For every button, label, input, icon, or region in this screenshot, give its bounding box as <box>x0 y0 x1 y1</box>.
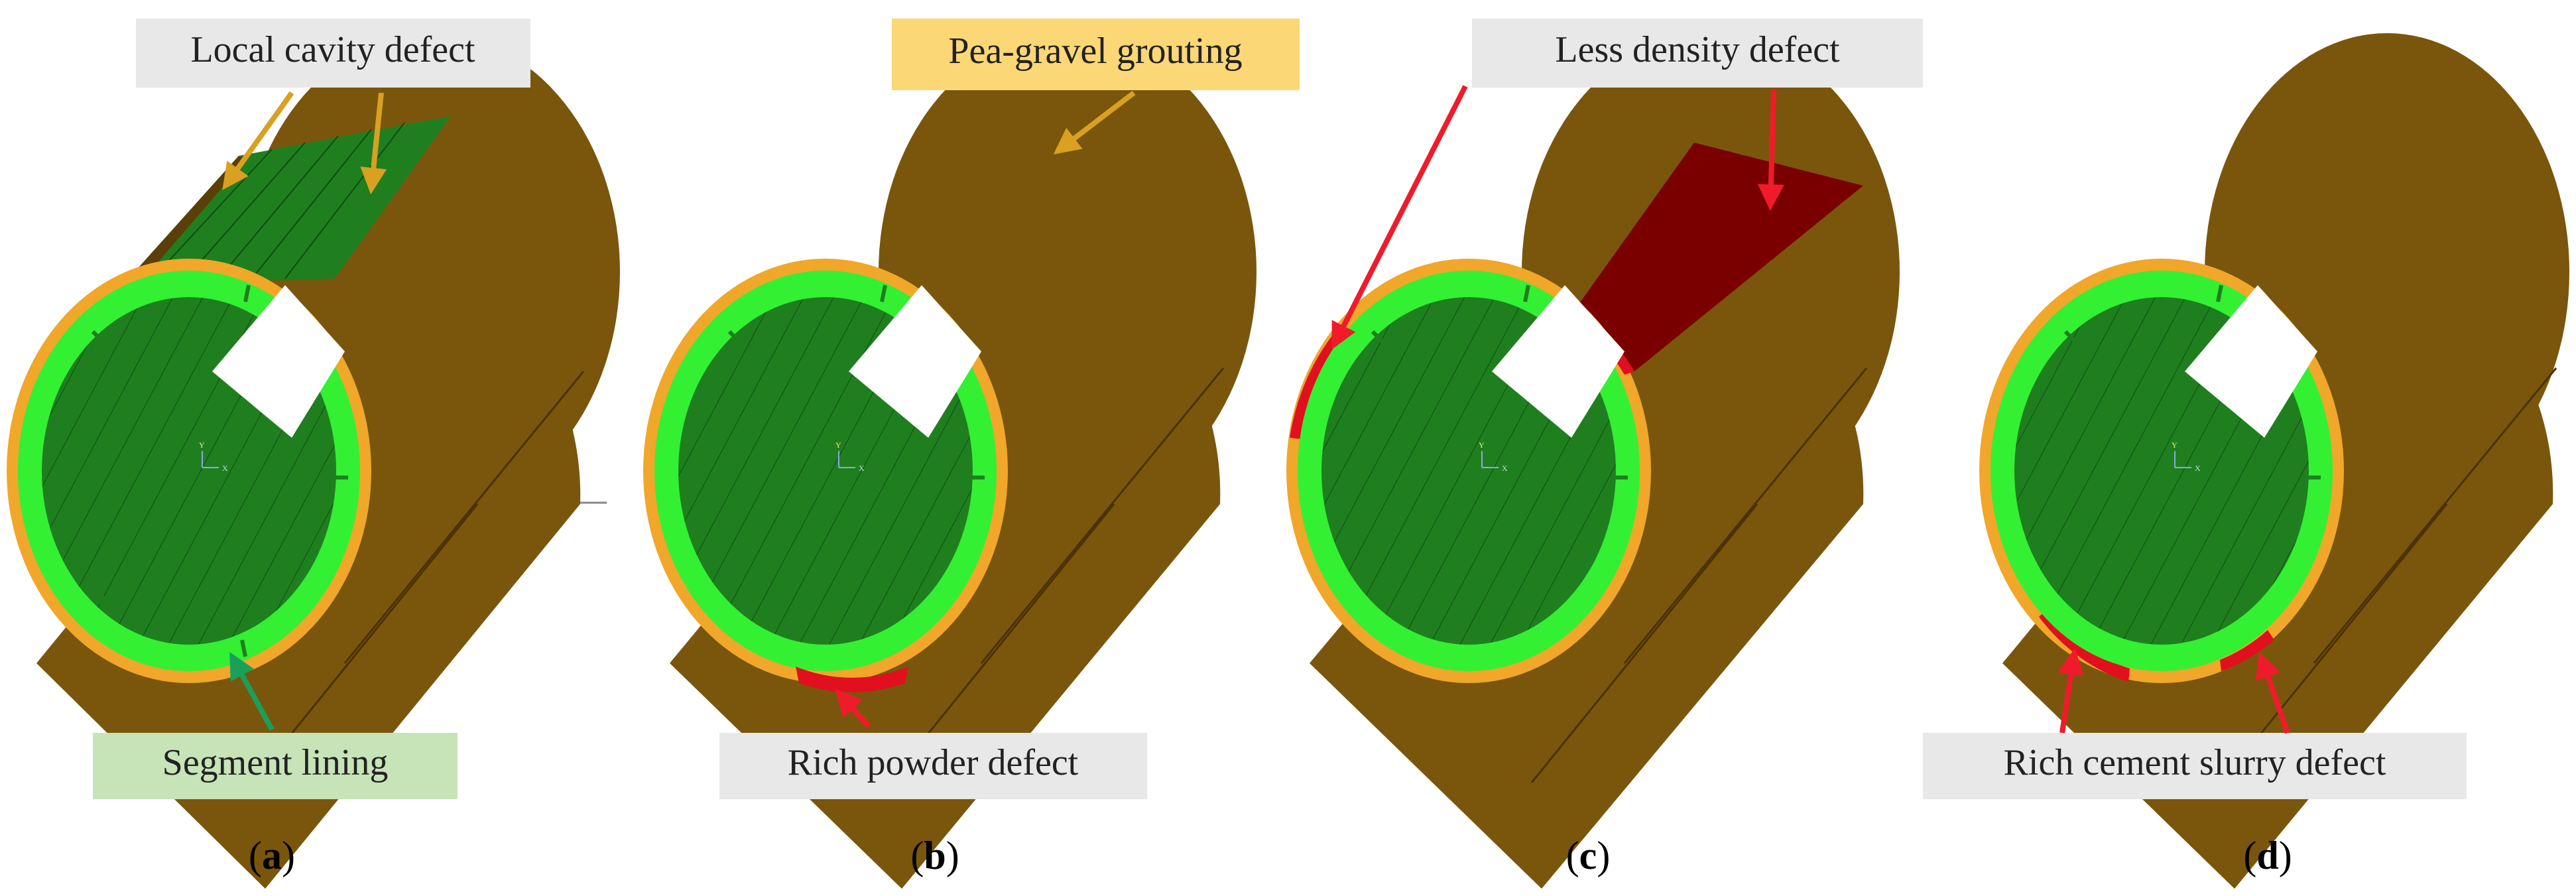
label-box-less-density <box>1472 19 1923 88</box>
axis-x-label: X <box>2195 464 2201 473</box>
grout-seam <box>1530 503 1758 783</box>
arrow-cavity-2 <box>360 92 387 194</box>
label-rich-powder-defect: Rich powder defect <box>788 742 1079 783</box>
arrow-rich-cement-slurry-2 <box>2255 651 2290 734</box>
tunnel-model-c: X Y <box>1286 33 1900 889</box>
tunnel-opening <box>212 285 345 438</box>
label-box-segment-lining <box>93 733 458 799</box>
caption-b: (b) <box>910 834 959 877</box>
axis-y-label: Y <box>199 440 205 450</box>
label-box-local-cavity <box>136 19 530 88</box>
label-box-rich-powder <box>719 733 1147 799</box>
rich-cement-slurry-defect-region <box>2220 630 2274 671</box>
less-density-defect-region <box>1578 143 1863 371</box>
rich-powder-defect-region <box>796 667 908 692</box>
label-less-density-defect: Less density defect <box>1555 29 1840 70</box>
arrow-rich-cement-slurry-1 <box>2057 648 2085 734</box>
label-pea-gravel-grouting: Pea-gravel grouting <box>948 31 1242 72</box>
axis-triad: X Y <box>199 440 228 473</box>
grout-seam <box>2313 367 2557 664</box>
axis-y-label: Y <box>1479 440 1485 450</box>
segment-joints <box>727 285 985 606</box>
axis-triad: X Y <box>1479 440 1508 473</box>
arrow-pea-gravel <box>1053 90 1136 155</box>
axis-x-label: X <box>1502 464 1508 473</box>
less-density-ring-segment <box>1290 335 1343 439</box>
arrow-less-density-2 <box>1757 89 1784 211</box>
cavity-edge <box>123 156 247 292</box>
axis-x-label: X <box>222 464 228 473</box>
tunnel-model-d: X Y <box>1979 33 2569 889</box>
label-box-pea-gravel <box>892 19 1300 90</box>
label-box-rich-cement-slurry <box>1923 733 2467 799</box>
grout-seam <box>343 371 585 664</box>
tunnel-model-b: X Y <box>643 33 1257 889</box>
label-segment-lining: Segment lining <box>162 742 389 783</box>
label-rich-cement-slurry-defect: Rich cement slurry defect <box>2004 742 2386 783</box>
axis-triad: X Y <box>835 440 865 473</box>
arrow-cavity-1 <box>222 91 294 190</box>
axis-y-label: Y <box>835 440 841 450</box>
segment-joints <box>1371 285 1628 606</box>
arrow-rich-powder <box>835 689 871 728</box>
panel-c: X Y Less density defect (c) <box>1286 19 1923 889</box>
grout-seam <box>980 367 1225 664</box>
caption-a: (a) <box>249 834 295 877</box>
axis-x-label: X <box>859 464 865 473</box>
cavity-ring-lines <box>152 122 405 279</box>
cavity-defect-exposed-lining <box>123 116 451 285</box>
segment-joints <box>2063 285 2321 606</box>
panel-b: X Y Pea-gravel grouting Rich powder defe… <box>580 19 1300 889</box>
tunnel-opening <box>849 285 981 438</box>
label-local-cavity-defect: Local cavity defect <box>190 29 475 70</box>
arrow-segment-lining <box>229 651 275 731</box>
panel-d: X Y Rich cement slurry defect (d) <box>1923 33 2569 889</box>
caption-d: (d) <box>2243 834 2292 877</box>
grout-seam <box>1623 367 1868 664</box>
tunnel-opening <box>2185 285 2317 438</box>
tunnel-opening <box>1492 285 1625 438</box>
axis-triad: X Y <box>2172 440 2201 473</box>
caption-c: (c) <box>1566 834 1611 877</box>
axis-y-label: Y <box>2172 440 2177 450</box>
arrow-less-density-1 <box>1331 85 1468 350</box>
panel-a: X Y Local cavity defect Segment lining (… <box>7 19 620 889</box>
